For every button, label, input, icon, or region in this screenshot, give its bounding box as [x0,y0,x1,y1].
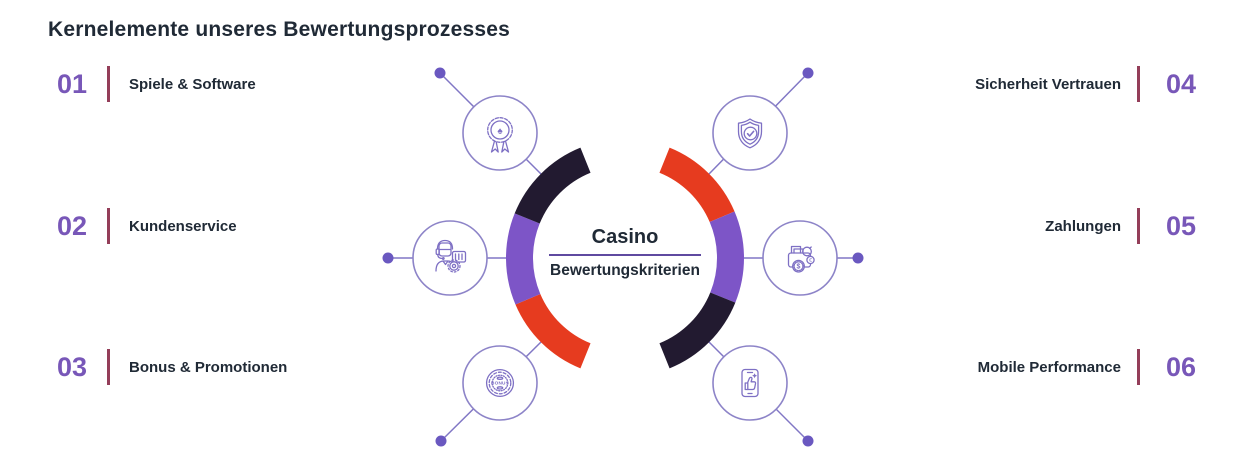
item-divider [107,349,110,385]
spade-glyph: ♠ [497,126,503,137]
page-title: Kernelemente unseres Bewertungsprozesses [48,18,511,41]
connector-dot [434,67,446,79]
icon-node [462,345,538,421]
item-number: 01 [57,68,88,99]
item-05: Zahlungen 05 [1045,204,1196,248]
item-number: 03 [57,351,88,382]
item-06: Mobile Performance 06 [978,345,1196,389]
item-label: Bonus & Promotionen [129,358,288,376]
dollar-glyph: $ [797,264,801,271]
center-divider [549,254,701,256]
item-divider [107,208,110,244]
icon-node [712,345,788,421]
rating-ring [506,147,744,369]
icon-node [762,220,838,296]
center-label: Casino Bewertungskriterien [515,226,735,280]
bonus-text: BONUS [491,381,509,386]
item-03: 03 Bonus & Promotionen [57,345,287,389]
item-number: 05 [1165,210,1196,241]
ring-segment-red [515,293,591,369]
wallet-icon: € $ [787,245,815,273]
icon-nodes [412,95,838,421]
icon-node [412,220,488,296]
connector-dot [852,252,864,264]
connector-dot [382,252,394,264]
ring-segment-purple [709,211,744,303]
item-number: 02 [57,210,88,241]
center-subtitle: Bewertungskriterien [550,262,700,279]
item-01: 01 Spiele & Software [57,62,256,106]
item-label: Kundenservice [129,217,237,235]
item-label: Sicherheit Vertrauen [975,75,1121,93]
ring-segment-dark [659,292,736,369]
item-divider [1137,208,1140,244]
award-badge-icon: ♠ [487,117,513,153]
bonus-chip-icon: BONUS [485,368,515,398]
connector-dot [435,435,447,447]
support-agent-icon [435,239,467,273]
icon-node [462,95,538,171]
center-title: Casino [591,226,659,248]
mobile-phone-icon [741,368,759,398]
connector-dots [382,67,864,447]
connector-dot [802,67,814,79]
item-label: Mobile Performance [977,358,1121,376]
euro-glyph: € [809,258,812,264]
item-divider [1137,349,1140,385]
connector-dot [802,435,814,447]
item-02: 02 Kundenservice [57,204,237,248]
item-number: 04 [1165,68,1196,99]
ring-segment-red [659,147,735,223]
item-divider [1137,66,1140,102]
item-label: Spiele & Software [129,75,256,93]
shield-check-icon [737,118,763,149]
ring-segment-purple [506,213,541,305]
item-divider [107,66,110,102]
ring-segment-dark [514,147,591,224]
item-label: Zahlungen [1045,217,1121,235]
item-04: Sicherheit Vertrauen 04 [975,62,1196,106]
item-number: 06 [1165,351,1196,382]
